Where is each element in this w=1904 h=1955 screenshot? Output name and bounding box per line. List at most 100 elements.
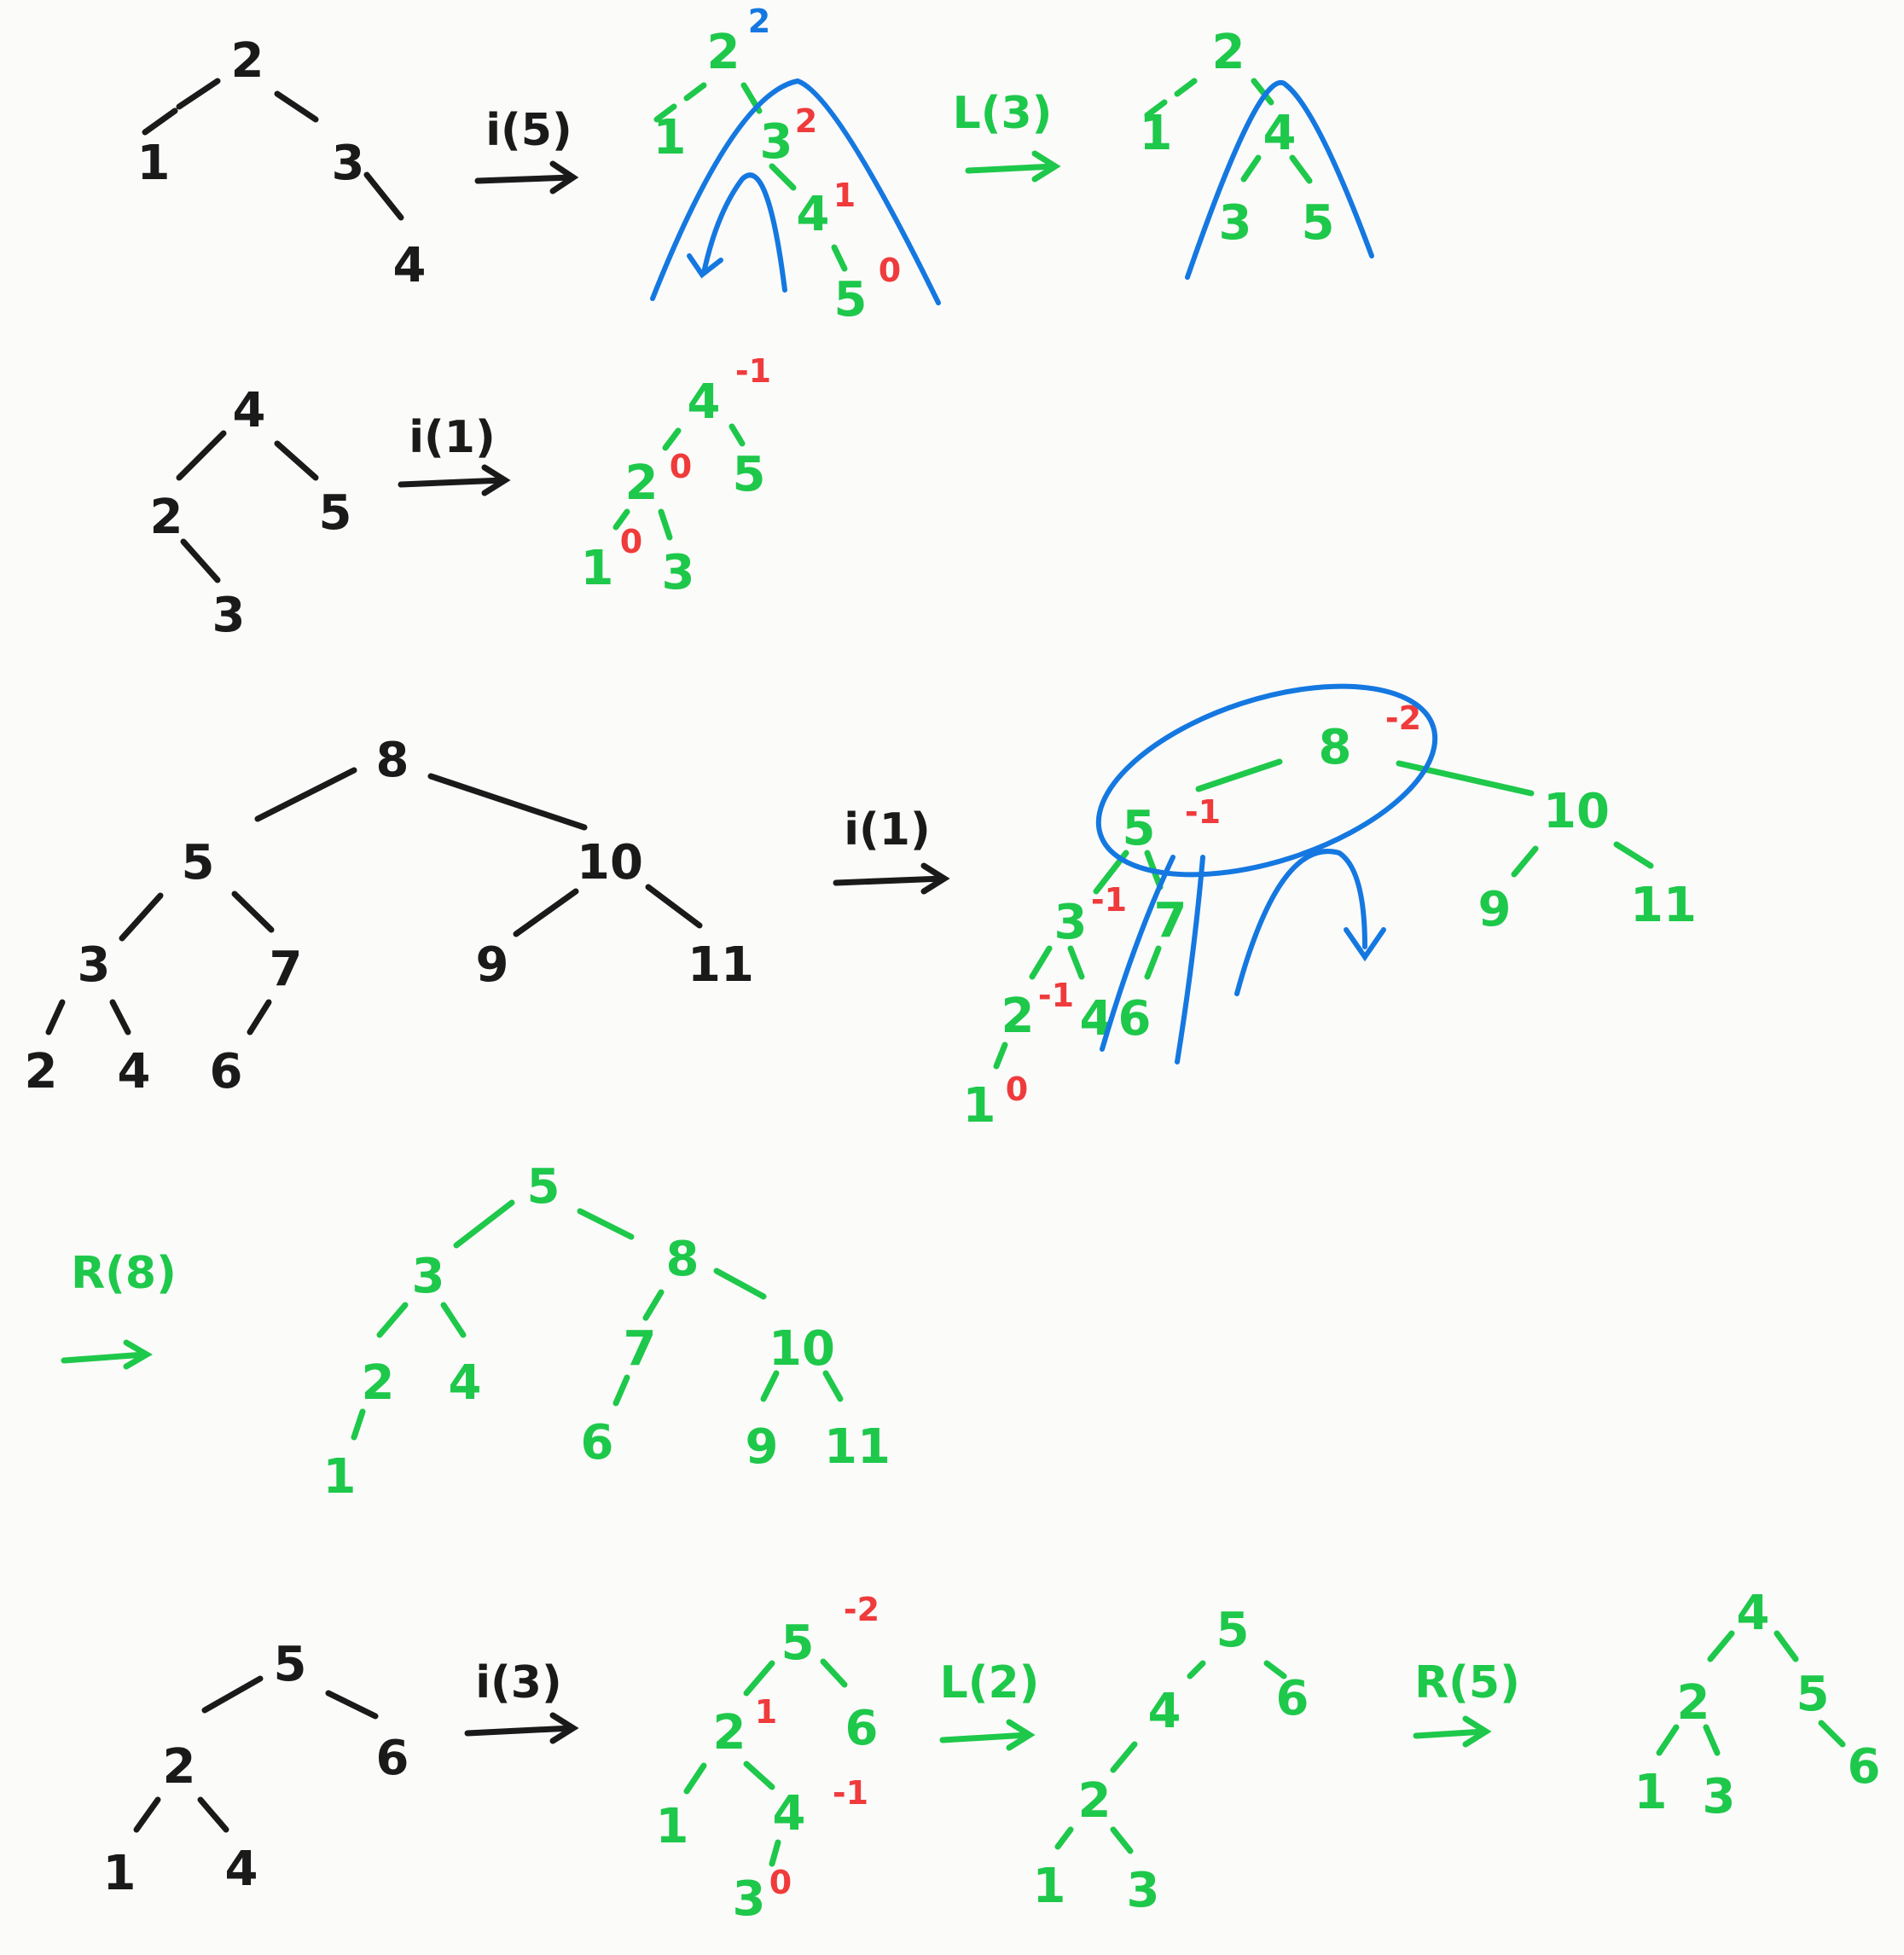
edge [1656,1724,1680,1756]
edge [729,423,746,447]
row2-inserted-tree: 4 -1 2 0 5 1 0 3 [581,352,772,600]
edge [1144,99,1168,119]
node: 1 [581,541,614,596]
edge [760,1370,780,1402]
edge [820,1658,848,1688]
node: 4 [773,1786,806,1842]
node: 3 [212,588,246,643]
node: 1 [1634,1765,1668,1820]
node: 3 [760,114,793,170]
node: 3 [412,1249,445,1304]
edge [1174,78,1198,97]
node: 2 [25,1044,58,1099]
node: 1 [1140,106,1173,161]
edge [427,773,588,831]
node: 9 [476,937,509,993]
edge [662,427,682,451]
edge [440,1302,467,1338]
node: 5 [527,1159,560,1215]
node: 2 [707,25,740,80]
row5-original-tree: 5 2 6 1 4 [103,1637,409,1901]
node: 3 [733,1871,766,1927]
node: 2 [163,1739,196,1795]
row1-original-tree: 2 1 3 4 [137,33,427,293]
edge [1110,1826,1134,1854]
node: 3 [1054,895,1088,950]
edge [180,538,221,583]
node: 10 [769,1321,835,1377]
rotation-highlight-ellipse [1095,683,1438,878]
edge [109,999,131,1036]
edge [142,107,178,136]
arrowhead [687,253,723,279]
edge [1187,1660,1206,1679]
edge [642,1289,665,1321]
edge [254,767,357,822]
node: 2 [362,1355,395,1411]
arrowhead [1462,1715,1492,1748]
node: 3 [78,937,111,993]
node: 6 [376,1731,409,1786]
node: 8 [1319,720,1352,775]
node: 3 [1219,195,1252,251]
balance-factor: -1 [833,1774,868,1812]
rotation-subtree-outline [1185,79,1374,280]
row5-result-tree: 4 2 5 1 3 6 [1634,1586,1881,1824]
arrowhead [123,1339,153,1370]
row5-intermediate-tree: 5 4 6 2 1 3 [1033,1603,1309,1918]
node: 11 [688,937,754,993]
arrowhead [1031,150,1061,183]
node: 2 [1078,1773,1112,1829]
node: 1 [103,1846,136,1901]
balance-factor: 0 [1006,1070,1028,1108]
node: 6 [210,1044,243,1099]
edge [1240,154,1262,183]
edge [1396,760,1535,797]
node: 5 [1302,195,1335,251]
edge [1195,758,1283,792]
edge [713,1268,767,1300]
edge [645,884,703,929]
row5-op3-arrow: R(5) [1413,1657,1520,1748]
node: 6 [1848,1739,1881,1795]
edge [743,1660,775,1697]
subtree-boundary [1175,855,1205,1065]
edge [119,892,164,942]
row2-op1-arrow: i(1) [398,412,511,496]
row2-original-tree: 4 2 5 3 [150,383,352,643]
node: 3 [1127,1863,1160,1918]
row3-original-tree: 8 5 10 3 7 9 11 2 4 6 [25,733,754,1099]
node: 5 [834,272,868,328]
node: 2 [150,490,183,545]
arrow-shaft [965,163,1057,174]
operation-label: R(8) [71,1248,177,1299]
edge [683,1762,707,1795]
edge [176,430,227,481]
node: 4 [797,187,830,242]
operation-label: L(2) [940,1657,1040,1708]
node: 2 [1212,25,1245,80]
node: 6 [1276,1671,1309,1726]
node: 5 [781,1616,815,1671]
row5-op1-arrow: i(3) [464,1657,579,1744]
edge [1511,845,1539,878]
edge [1054,1826,1074,1850]
node: 5 [1216,1603,1250,1658]
edge [133,1796,161,1833]
edge [231,890,275,933]
node: 1 [137,136,171,191]
edge [993,1041,1008,1070]
node: 7 [1154,893,1187,948]
row5-inserted-tree: 5 -2 2 1 6 1 4 -1 3 0 [656,1591,880,1927]
edge [683,82,707,102]
row3-inserted-tree: 8 -2 5 -1 10 3 -1 7 9 11 2 -1 4 6 1 0 [963,683,1697,1134]
operation-label: i(1) [409,412,496,463]
edge [1773,1630,1799,1662]
arrowhead [1006,1719,1036,1751]
arrowhead [549,1712,579,1744]
node: 4 [118,1044,151,1099]
edge [201,1675,264,1714]
balance-factor: 1 [755,1693,777,1731]
edge [45,999,66,1036]
node: 2 [1677,1675,1710,1731]
